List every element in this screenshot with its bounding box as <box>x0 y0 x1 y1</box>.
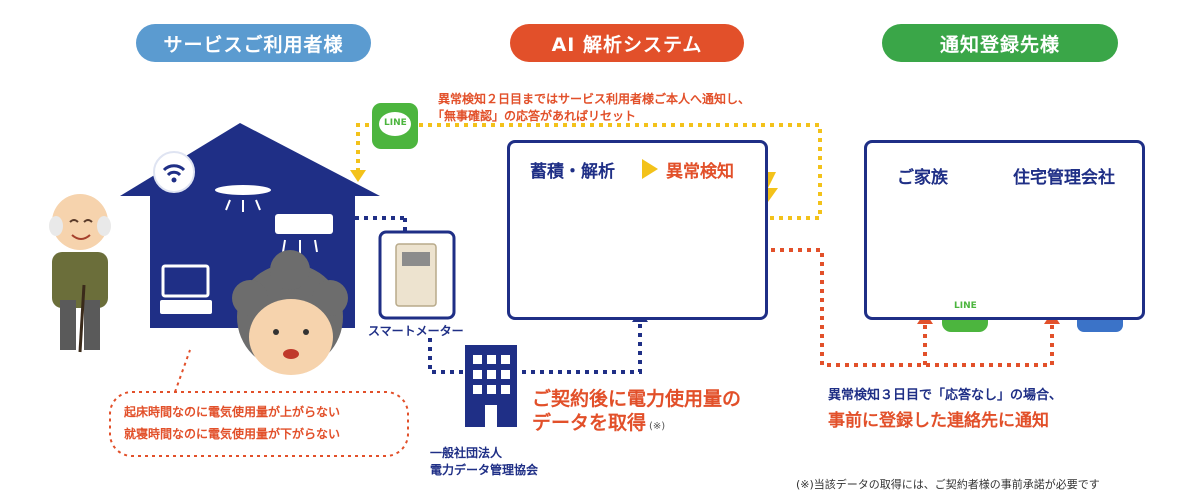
association-label-line2: 電力データ管理協会 <box>430 463 539 477</box>
ai-system-header: AI 解析システム <box>510 24 744 62</box>
notify-dest-header: 通知登録先様 <box>882 24 1118 62</box>
red-notify-connector <box>762 248 1054 367</box>
elderly-man-illustration <box>49 194 111 353</box>
line-app-icon-top <box>372 103 418 149</box>
notify-destination-box: ご家族 住宅管理会社 <box>864 140 1145 320</box>
ai-step-anomaly-detect: 異常検知 <box>666 162 734 182</box>
elderly-woman-illustration <box>232 250 348 375</box>
bubble-line2: 就寝時間なのに電気使用量が下がらない <box>124 427 341 441</box>
housing-company-label: 住宅管理会社 <box>1013 168 1115 188</box>
wifi-icon <box>153 151 195 193</box>
bubble-line1: 起床時間なのに電気使用量が上がらない <box>124 405 341 419</box>
smart-meter-label: スマートメーター <box>368 324 464 338</box>
service-user-header-label: サービスご利用者様 <box>163 33 344 56</box>
navy-house-meter-connector <box>355 216 642 374</box>
speech-bubble-outline <box>109 349 409 457</box>
association-building-icon <box>465 345 517 427</box>
service-user-header: サービスご利用者様 <box>136 24 371 62</box>
yellow-notify-connector <box>356 123 822 220</box>
line-badge-text-top: LINE <box>384 118 407 128</box>
play-arrow-icon <box>642 159 658 179</box>
family-label: ご家族 <box>897 168 948 188</box>
smart-meter-icon <box>378 230 456 320</box>
ai-step-accumulate-analyze: 蓄積・解析 <box>530 162 615 182</box>
ai-analysis-box: 蓄積・解析 異常検知 <box>507 140 768 320</box>
data-acquire-mark: (※) <box>649 421 666 432</box>
association-label-line1: 一般社団法人 <box>430 446 503 460</box>
top-note-line2: 「無事確認」の応答があればリセット <box>432 109 637 123</box>
day3-note-line2: 事前に登録した連絡先に通知 <box>828 411 1049 431</box>
ai-system-header-label: AI 解析システム <box>551 33 703 56</box>
top-note-line1: 異常検知２日目まではサービス利用者様ご本人へ通知し、 <box>438 92 751 106</box>
line-badge-text-family: LINE <box>954 301 977 311</box>
data-acquire-line2: データを取得(※) <box>532 408 665 435</box>
data-acquire-line2-text: データを取得 <box>532 412 647 434</box>
yellow-arrowhead <box>350 170 366 182</box>
day3-note-line1: 異常検知３日目で「応答なし」の場合、 <box>828 388 1063 403</box>
footnote: (※)当該データの取得には、ご契約者様の事前承諾が必要です <box>796 478 1100 491</box>
notify-dest-header-label: 通知登録先様 <box>939 33 1060 56</box>
data-acquire-line1: ご契約後に電力使用量の <box>532 388 742 410</box>
